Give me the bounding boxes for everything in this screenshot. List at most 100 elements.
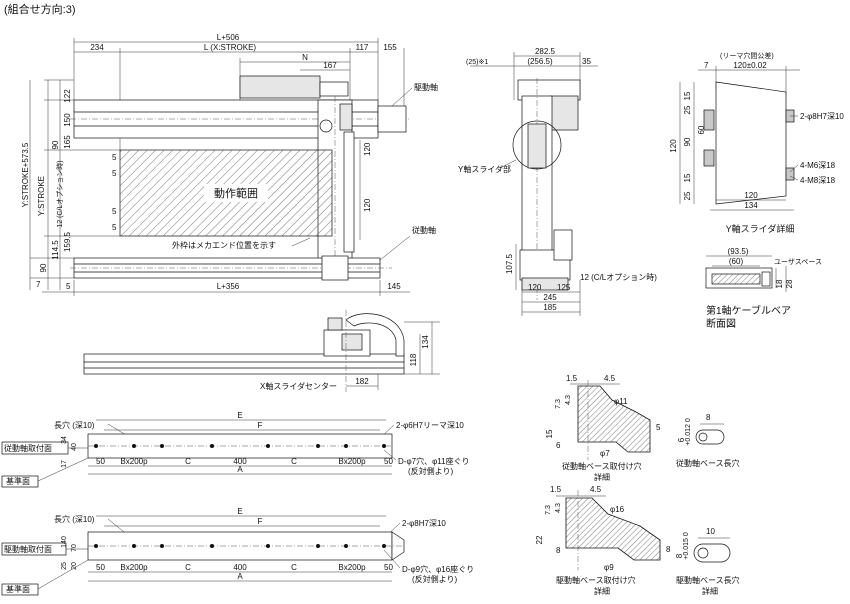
dim-x-stroke: L (X:STROKE) bbox=[204, 43, 256, 52]
driver-side-label: 駆動軸取付面 bbox=[4, 544, 52, 554]
dim-bottom-l356: L+356 bbox=[217, 282, 240, 291]
driven-axis-motor bbox=[377, 105, 407, 133]
side-view: 282.5 (25)※1 (256.5) 35 Y軸スライダ部 107.5 12… bbox=[458, 47, 657, 316]
follower-mount-section bbox=[577, 385, 651, 453]
driver-dim-f: F bbox=[258, 517, 263, 526]
page-title: (組合せ方向:3) bbox=[4, 2, 76, 16]
dim-18: 18 bbox=[775, 279, 784, 288]
y-slider-callout-circle bbox=[512, 120, 562, 170]
driver-dim-e: E bbox=[237, 507, 242, 516]
fsd-tol: +0.012 0 bbox=[685, 418, 692, 446]
dim-left-122: 122 bbox=[63, 89, 72, 103]
fmd-15: 15 bbox=[545, 429, 554, 438]
dim-25-note: (25)※1 bbox=[466, 59, 488, 66]
dim-inner-5d: 5 bbox=[112, 223, 117, 232]
dim-left-150: 150 bbox=[63, 113, 72, 127]
driver-dim-c-b: C bbox=[291, 563, 297, 572]
fsd-title: 従動軸ベース長穴 bbox=[676, 458, 740, 468]
driver-slot-detail: 10 8 +0.015 0 駆動軸ベース長穴 詳細 bbox=[675, 527, 740, 596]
x-axis-rail-front bbox=[83, 353, 405, 375]
dsd-title-2: 詳細 bbox=[702, 586, 718, 596]
dmd-4-3: 4.3 bbox=[555, 503, 562, 513]
dim-left-90: 90 bbox=[51, 140, 60, 149]
dim-7-yd: 7 bbox=[704, 61, 709, 70]
dim-inner-120b: 120 bbox=[363, 198, 372, 212]
working-range-label: 動作範囲 bbox=[214, 186, 258, 200]
dsd-8: 8 bbox=[675, 553, 684, 558]
fmd-title-1: 従動軸ベース取付け穴 bbox=[562, 461, 642, 471]
follower-callout-top: 2-φ6H7リーマ深10 bbox=[396, 421, 464, 430]
driver-base: 長穴 (深10) E F 2-φ8H7深10 駆動軸取付面 140 70 25 … bbox=[1, 507, 474, 596]
y-slider-label: Y軸スライダ部 bbox=[458, 164, 511, 174]
dim-y-stroke-total: Y:STROKE+573.5 bbox=[21, 142, 30, 207]
follower-dim-c-b: C bbox=[291, 457, 297, 466]
dim-bottom-5: 5 bbox=[66, 282, 71, 291]
y-slider-plate bbox=[715, 81, 787, 205]
dim-35: 35 bbox=[582, 57, 591, 66]
follower-dim-a: A bbox=[237, 465, 243, 474]
dmd-title-2: 詳細 bbox=[594, 586, 610, 596]
dsd-tol: +0.015 0 bbox=[683, 532, 690, 560]
dim-107-5: 107.5 bbox=[505, 253, 514, 274]
dim-left-90b: 90 bbox=[39, 263, 48, 272]
dim-total-length: L+506 bbox=[217, 33, 240, 42]
driver-mount-section bbox=[565, 497, 661, 561]
driver-bottom-callout-1: D-φ9穴、φ16座ぐり bbox=[402, 564, 474, 574]
follower-dim-e: E bbox=[237, 411, 242, 420]
x-slider-center-label: X軸スライダセンター bbox=[260, 381, 337, 391]
dmd-8a: 8 bbox=[556, 546, 561, 555]
follower-bottom-callout-2: (反対側より) bbox=[408, 466, 454, 476]
dim-yd-bottom-134: 134 bbox=[744, 201, 758, 210]
fmd-4-5: 4.5 bbox=[604, 374, 616, 383]
dim-167: 167 bbox=[323, 61, 337, 70]
follower-side-label: 従動軸取付面 bbox=[4, 443, 52, 453]
follower-dim-f: F bbox=[258, 421, 263, 430]
dim-120-side: 120 bbox=[528, 283, 542, 292]
dim-n: N bbox=[302, 53, 308, 62]
driver-dim-70: 70 bbox=[71, 544, 78, 552]
main-top-view: L+506 234 L (X:STROKE) 117 155 N 167 駆動軸 bbox=[21, 33, 438, 296]
driver-dim-25: 25 bbox=[61, 562, 68, 570]
fmd-1-5: 1.5 bbox=[566, 374, 578, 383]
dsd-10: 10 bbox=[706, 527, 715, 536]
dmd-4-5: 4.5 bbox=[590, 485, 602, 494]
dim-134-x: 134 bbox=[421, 335, 430, 349]
dim-yd-bottom-120: 120 bbox=[744, 191, 758, 200]
follower-base: 長穴 (深10) E F 2-φ6H7リーマ深10 従動軸取付面 34 40 1… bbox=[1, 411, 470, 488]
fmd-phi7: φ7 bbox=[600, 449, 610, 458]
fmd-phi11: φ11 bbox=[614, 397, 628, 406]
driver-ref-label: 基準面 bbox=[6, 584, 30, 594]
driven-axis-label: 駆動軸 bbox=[414, 82, 438, 92]
dmd-phi16: φ16 bbox=[610, 505, 625, 514]
dim-yd-15b: 15 bbox=[683, 173, 692, 182]
dim-yd-120: 120 bbox=[669, 139, 678, 153]
dim-inner-5c: 5 bbox=[112, 207, 117, 216]
callout-phi8h7: 2-φ8H7深10 bbox=[800, 112, 844, 121]
driver-dim-50b: 50 bbox=[384, 563, 393, 572]
dim-yd-25a: 25 bbox=[683, 105, 692, 114]
dim-256-5: (256.5) bbox=[527, 57, 553, 66]
fsd-8: 8 bbox=[706, 413, 711, 422]
dim-left-7: 7 bbox=[36, 280, 41, 289]
driver-dim-20: 20 bbox=[71, 562, 78, 570]
dmd-7-3: 7.3 bbox=[545, 505, 552, 515]
dim-118-x: 118 bbox=[409, 353, 418, 366]
fmd-7-3: 7.3 bbox=[555, 399, 562, 409]
cable-section: (93.5) (60) ユーザスペース 18 28 第1軸ケーブルベア 断面図 bbox=[705, 247, 822, 330]
follower-bottom-callout-1: D-φ7穴、φ11座ぐり bbox=[398, 456, 470, 466]
x-slider-view: 134 118 182 X軸スライダセンター bbox=[83, 310, 440, 392]
dim-inner-5a: 5 bbox=[112, 153, 117, 162]
dim-inner-120a: 120 bbox=[363, 142, 372, 156]
dim-bottom-145: 145 bbox=[387, 282, 401, 291]
fmd-5: 5 bbox=[656, 423, 661, 432]
dmd-8b: 8 bbox=[666, 545, 671, 554]
follower-dim-c-a: C bbox=[185, 457, 191, 466]
reamer-tolerance-note: (リーマ穴間公差) bbox=[720, 51, 774, 60]
working-range-note: 外枠はメカエンド位置を示す bbox=[172, 240, 276, 250]
user-space-label: ユーザスペース bbox=[774, 258, 822, 266]
dim-182: 182 bbox=[355, 377, 369, 386]
follower-dim-50b: 50 bbox=[384, 457, 393, 466]
dim-y-stroke: Y:STROKE bbox=[37, 176, 46, 216]
driver-dim-bx200p-a: Bx200p bbox=[120, 563, 148, 572]
